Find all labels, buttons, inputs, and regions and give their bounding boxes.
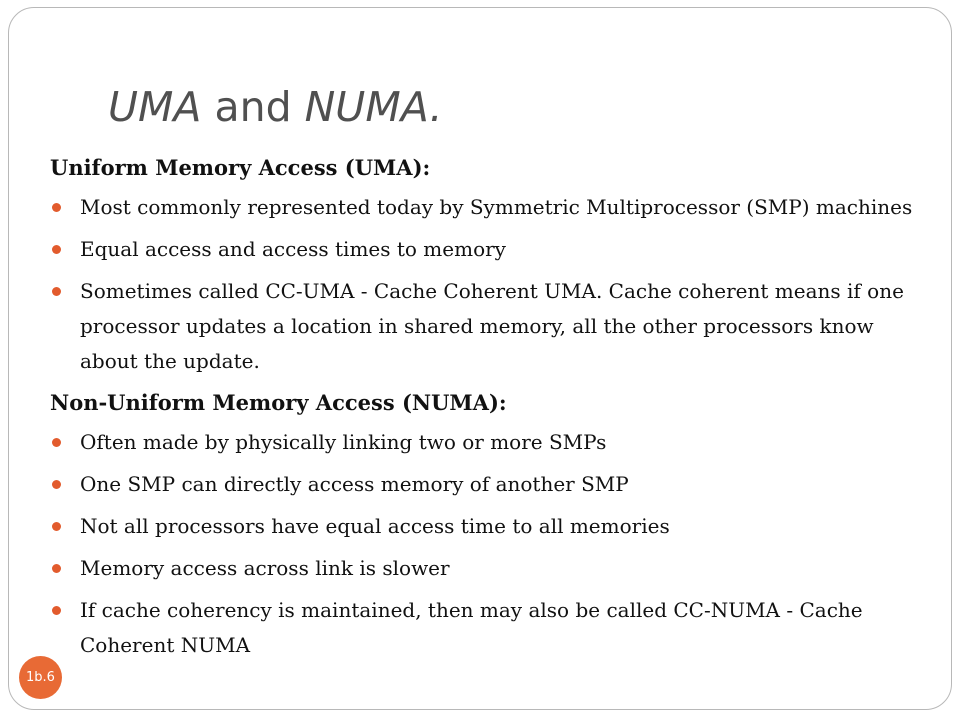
bullet-dot-icon <box>52 480 61 489</box>
list-item: Sometimes called CC-UMA - Cache Coherent… <box>50 274 930 379</box>
bullet-dot-icon <box>52 522 61 531</box>
slide-frame <box>8 7 952 710</box>
title-numa: NUMA. <box>304 83 443 131</box>
bullet-text: If cache coherency is maintained, then m… <box>80 598 863 657</box>
slide-content: Uniform Memory Access (UMA): Most common… <box>50 152 930 670</box>
bullet-dot-icon <box>52 203 61 212</box>
bullet-text: One SMP can directly access memory of an… <box>80 472 629 496</box>
numa-bullet-list: Often made by physically linking two or … <box>50 425 930 663</box>
bullet-dot-icon <box>52 287 61 296</box>
slide-number-badge: 1b.6 <box>19 656 62 699</box>
list-item: Often made by physically linking two or … <box>50 425 930 460</box>
bullet-dot-icon <box>52 245 61 254</box>
bullet-text: Not all processors have equal access tim… <box>80 514 670 538</box>
bullet-text: Sometimes called CC-UMA - Cache Coherent… <box>80 279 904 373</box>
bullet-dot-icon <box>52 606 61 615</box>
title-and: and <box>201 83 305 131</box>
list-item: Memory access across link is slower <box>50 551 930 586</box>
uma-heading: Uniform Memory Access (UMA): <box>50 155 431 180</box>
list-item: Most commonly represented today by Symme… <box>50 190 930 225</box>
list-item: If cache coherency is maintained, then m… <box>50 593 930 663</box>
bullet-text: Most commonly represented today by Symme… <box>80 195 913 219</box>
numa-heading: Non-Uniform Memory Access (NUMA): <box>50 390 507 415</box>
bullet-dot-icon <box>52 438 61 447</box>
bullet-text: Equal access and access times to memory <box>80 237 506 261</box>
slide-title: UMA and NUMA. <box>108 80 443 134</box>
bullet-text: Often made by physically linking two or … <box>80 430 607 454</box>
bullet-text: Memory access across link is slower <box>80 556 450 580</box>
list-item: Not all processors have equal access tim… <box>50 509 930 544</box>
uma-bullet-list: Most commonly represented today by Symme… <box>50 190 930 379</box>
bullet-dot-icon <box>52 564 61 573</box>
list-item: One SMP can directly access memory of an… <box>50 467 930 502</box>
title-uma: UMA <box>108 83 202 131</box>
list-item: Equal access and access times to memory <box>50 232 930 267</box>
